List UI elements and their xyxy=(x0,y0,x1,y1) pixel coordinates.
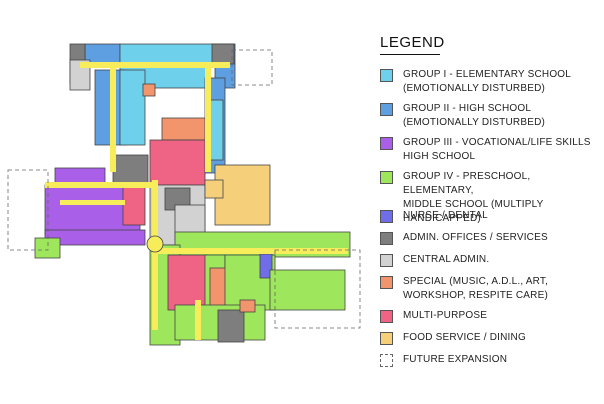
plan-food-service xyxy=(214,164,271,226)
legend-label-line1: NURSE / DENTAL xyxy=(403,210,488,221)
legend-swatch-central-icon xyxy=(380,254,393,267)
corridor-east xyxy=(158,248,348,254)
plan-corridors xyxy=(45,62,348,340)
legend-label-line2: MIDDLE SCHOOL (MULTIPLY HANDICAPPED) xyxy=(403,199,544,224)
legend-label-line1: GROUP III - VOCATIONAL/LIFE SKILLS xyxy=(403,137,591,148)
plan-group4-left-corner xyxy=(34,237,61,259)
plan-group4-east xyxy=(269,269,346,311)
corridor-right-vertical xyxy=(205,62,211,172)
legend-swatch-nurse-icon xyxy=(380,210,393,223)
legend-swatch-special-icon xyxy=(380,276,393,289)
legend-label-line2: WORKSHOP, RESPITE CARE) xyxy=(403,290,548,301)
legend-label-line2: (EMOTIONALLY DISTURBED) xyxy=(403,83,546,94)
legend-item-nurse: NURSE / DENTAL xyxy=(380,209,603,223)
plan-rotunda xyxy=(146,235,164,253)
corridor-top xyxy=(80,62,230,68)
legend-label-line1: CENTRAL ADMIN. xyxy=(403,254,490,265)
legend-label-line1: MULTI-PURPOSE xyxy=(403,310,488,321)
plan-group3-lower xyxy=(44,229,146,246)
legend-item-future: FUTURE EXPANSION xyxy=(380,353,603,367)
plan-special-bottom xyxy=(239,299,256,313)
legend-label-food: FOOD SERVICE / DINING xyxy=(403,331,603,345)
floor-plan-map xyxy=(7,43,361,346)
legend-label-line1: GROUP II - HIGH SCHOOL xyxy=(403,103,532,114)
future-expansion-outlines xyxy=(7,49,361,329)
legend-label-group1: GROUP I - ELEMENTARY SCHOOL (EMOTIONALLY … xyxy=(403,68,603,96)
legend-label-line1: GROUP I - ELEMENTARY SCHOOL xyxy=(403,69,572,80)
corridor-west-lower xyxy=(60,200,125,205)
legend-swatch-group2-icon xyxy=(380,103,393,116)
legend-swatch-group4-icon xyxy=(380,171,393,184)
legend-label-nurse: NURSE / DENTAL xyxy=(403,209,603,223)
plan-multipurpose-center xyxy=(149,139,206,186)
legend-label-group2: GROUP II - HIGH SCHOOL (EMOTIONALLY DISTU… xyxy=(403,102,603,130)
legend-label-central: CENTRAL ADMIN. xyxy=(403,253,603,267)
plan-special-top-b xyxy=(161,117,213,141)
legend-swatch-group3-icon xyxy=(380,137,393,150)
corridor-bottom xyxy=(195,300,201,340)
corridor-center-vertical xyxy=(152,180,158,330)
legend-label-admin: ADMIN. OFFICES / SERVICES xyxy=(403,231,603,245)
plan-multipurpose-left xyxy=(122,184,146,226)
legend-label-line2: (EMOTIONALLY DISTURBED) xyxy=(403,117,546,128)
legend-label-group3: GROUP III - VOCATIONAL/LIFE SKILLS HIGH S… xyxy=(403,136,603,164)
legend-swatch-admin-icon xyxy=(380,232,393,245)
legend-swatch-multi-icon xyxy=(380,310,393,323)
legend-label-multi: MULTI-PURPOSE xyxy=(403,309,603,323)
legend-label-line1: FUTURE EXPANSION xyxy=(403,354,508,365)
legend-item-food: FOOD SERVICE / DINING xyxy=(380,331,603,345)
plan-admin-bottom xyxy=(217,309,245,343)
legend-item-group4: GROUP IV - PRESCHOOL, ELEMENTARY, MIDDLE … xyxy=(380,170,603,226)
legend-item-special: SPECIAL (MUSIC, A.D.L., ART, WORKSHOP, RE… xyxy=(380,275,603,303)
future-bottom-right xyxy=(274,249,361,329)
legend-label-special: SPECIAL (MUSIC, A.D.L., ART, WORKSHOP, RE… xyxy=(403,275,603,303)
legend-label-future: FUTURE EXPANSION xyxy=(403,353,603,367)
legend-swatch-food-icon xyxy=(380,332,393,345)
corridor-west xyxy=(45,182,155,188)
legend-label-line1: FOOD SERVICE / DINING xyxy=(403,332,526,343)
legend-item-admin: ADMIN. OFFICES / SERVICES xyxy=(380,231,603,245)
legend-swatch-future-icon xyxy=(380,354,393,367)
legend-label-line1: ADMIN. OFFICES / SERVICES xyxy=(403,232,548,243)
legend-label-group4: GROUP IV - PRESCHOOL, ELEMENTARY, MIDDLE … xyxy=(403,170,603,226)
corridor-left-vertical xyxy=(110,62,116,172)
legend-title: LEGEND xyxy=(380,34,444,55)
legend-item-multi: MULTI-PURPOSE xyxy=(380,309,603,323)
plan-special-top-a xyxy=(142,83,156,97)
legend-item-group2: GROUP II - HIGH SCHOOL (EMOTIONALLY DISTU… xyxy=(380,102,603,130)
future-top-right xyxy=(231,49,273,86)
legend-item-central: CENTRAL ADMIN. xyxy=(380,253,603,267)
plan-food-small xyxy=(204,179,224,199)
plan-admin-mid xyxy=(112,154,149,186)
future-left xyxy=(7,169,49,251)
legend-label-line2: HIGH SCHOOL xyxy=(403,151,476,162)
legend: LEGEND GROUP I - ELEMENTARY SCHOOL (EMOTI… xyxy=(380,34,600,367)
legend-swatch-group1-icon xyxy=(380,69,393,82)
plan-multipurpose-lower xyxy=(167,254,209,311)
legend-label-line1: GROUP IV - PRESCHOOL, ELEMENTARY, xyxy=(403,171,531,196)
legend-item-group3: GROUP III - VOCATIONAL/LIFE SKILLS HIGH S… xyxy=(380,136,603,164)
legend-label-line1: SPECIAL (MUSIC, A.D.L., ART, xyxy=(403,276,549,287)
plan-group1-left-column xyxy=(119,69,146,146)
legend-item-group1: GROUP I - ELEMENTARY SCHOOL (EMOTIONALLY … xyxy=(380,68,603,96)
plan-admin-top-right xyxy=(211,43,235,65)
